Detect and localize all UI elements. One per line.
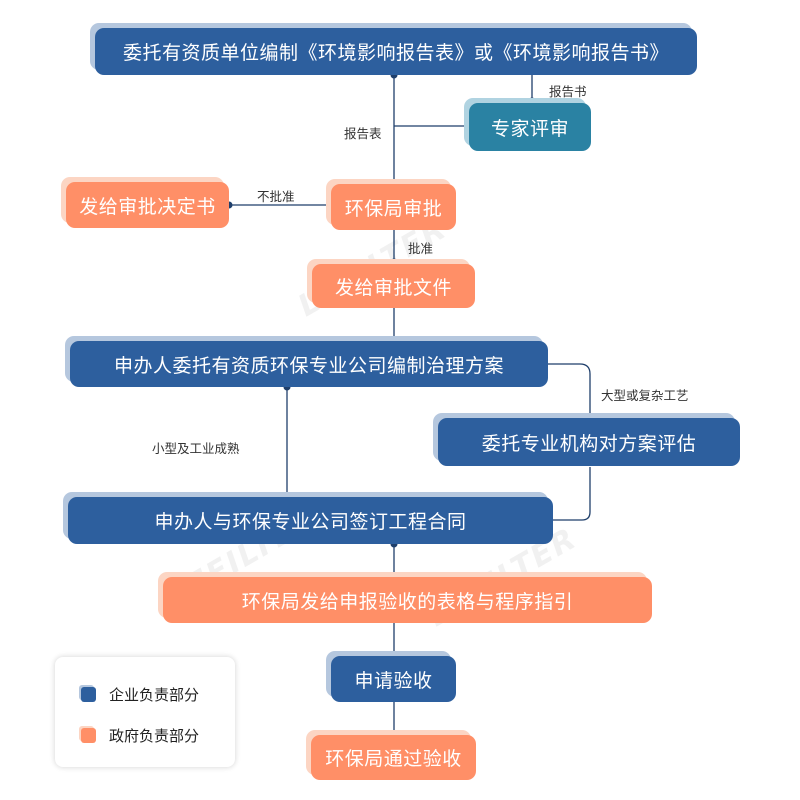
- pass-acceptance-box: 环保局通过验收: [311, 735, 476, 780]
- contract-box: 申办人与环保专业公司签订工程合同: [68, 497, 553, 544]
- connector-dot: [528, 97, 536, 105]
- reject-decision-box: 发给审批决定书: [66, 182, 229, 228]
- acceptance-forms-box: 环保局发给申报验收的表格与程序指引: [163, 577, 652, 623]
- treatment-plan-box: 申办人委托有资质环保专业公司编制治理方案: [70, 341, 548, 387]
- edge-label-approved: 批准: [408, 241, 434, 256]
- edge-label-small-mature: 小型及工业成熟: [152, 441, 240, 456]
- legend-swatch-enterprise: [81, 687, 96, 702]
- connector-dot: [390, 258, 398, 266]
- connector-line: [553, 467, 591, 521]
- edge-label-report-book: 报告书: [549, 84, 587, 99]
- legend-swatch-government: [81, 728, 96, 743]
- connector-line: [548, 363, 591, 418]
- legend-label-enterprise: 企业负责部分: [109, 686, 200, 704]
- env-bureau-review-box: 环保局审批: [331, 184, 456, 230]
- approval-doc-box: 发给审批文件: [312, 264, 475, 308]
- edge-label-not-approved: 不批准: [257, 189, 295, 204]
- edge-label-report-form: 报告表: [344, 126, 382, 141]
- commission-box: 委托有资质单位编制《环境影响报告表》或《环境影响报告书》: [95, 28, 697, 75]
- apply-acceptance-box: 申请验收: [331, 656, 456, 702]
- plan-evaluation-box: 委托专业机构对方案评估: [438, 418, 740, 466]
- legend: 企业负责部分 政府负责部分: [55, 657, 235, 767]
- edge-label-large-complex: 大型或复杂工艺: [601, 388, 689, 403]
- legend-label-government: 政府负责部分: [109, 727, 200, 745]
- expert-review-box: 专家评审: [469, 103, 591, 151]
